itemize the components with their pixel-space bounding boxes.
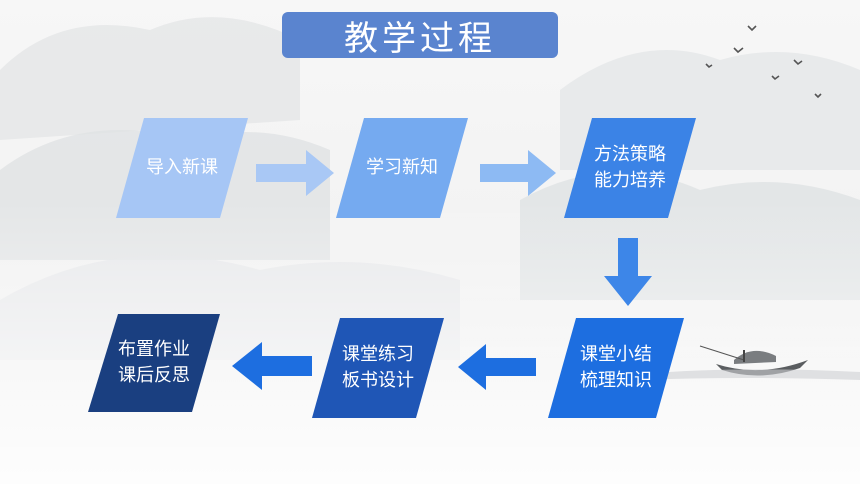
arrow-down-3	[604, 238, 652, 306]
step-label-2: 学习新知	[336, 118, 468, 218]
step-shape-5	[312, 318, 444, 418]
step-label-1: 导入新课	[116, 118, 248, 218]
arrow-left-5	[232, 342, 312, 390]
step-label-6: 布置作业 课后反思	[88, 314, 220, 412]
step-5-line-1: 课堂练习	[342, 344, 414, 365]
mountain-far	[0, 17, 300, 141]
arrow-right-2	[480, 150, 556, 196]
step-4-line-2: 梳理知识	[580, 370, 652, 391]
step-shape-6	[88, 314, 220, 412]
arrow-left-4	[458, 344, 536, 390]
step-6-line-1: 布置作业	[118, 339, 190, 360]
step-3-line-2: 能力培养	[594, 170, 666, 191]
birds-icon	[705, 25, 822, 99]
step-label-3: 方法策略 能力培养	[564, 118, 696, 218]
step-label-4: 课堂小结 梳理知识	[548, 318, 684, 418]
step-6-line-2: 课后反思	[118, 365, 190, 386]
step-2-line-1: 学习新知	[366, 157, 438, 178]
step-shape-1	[116, 118, 248, 218]
step-shape-2	[336, 118, 468, 218]
page-title: 教学过程	[344, 18, 496, 59]
step-5-line-2: 板书设计	[342, 370, 414, 391]
step-shape-3	[564, 118, 696, 218]
step-label-5: 课堂练习 板书设计	[312, 318, 444, 418]
arrow-right-1	[256, 150, 334, 196]
step-3-line-1: 方法策略	[594, 144, 666, 165]
step-4-line-1: 课堂小结	[580, 344, 652, 365]
step-shape-4	[548, 318, 684, 418]
shore-mist	[640, 369, 860, 380]
step-1-line-1: 导入新课	[146, 157, 218, 178]
title-banner: 教学过程	[282, 12, 558, 59]
